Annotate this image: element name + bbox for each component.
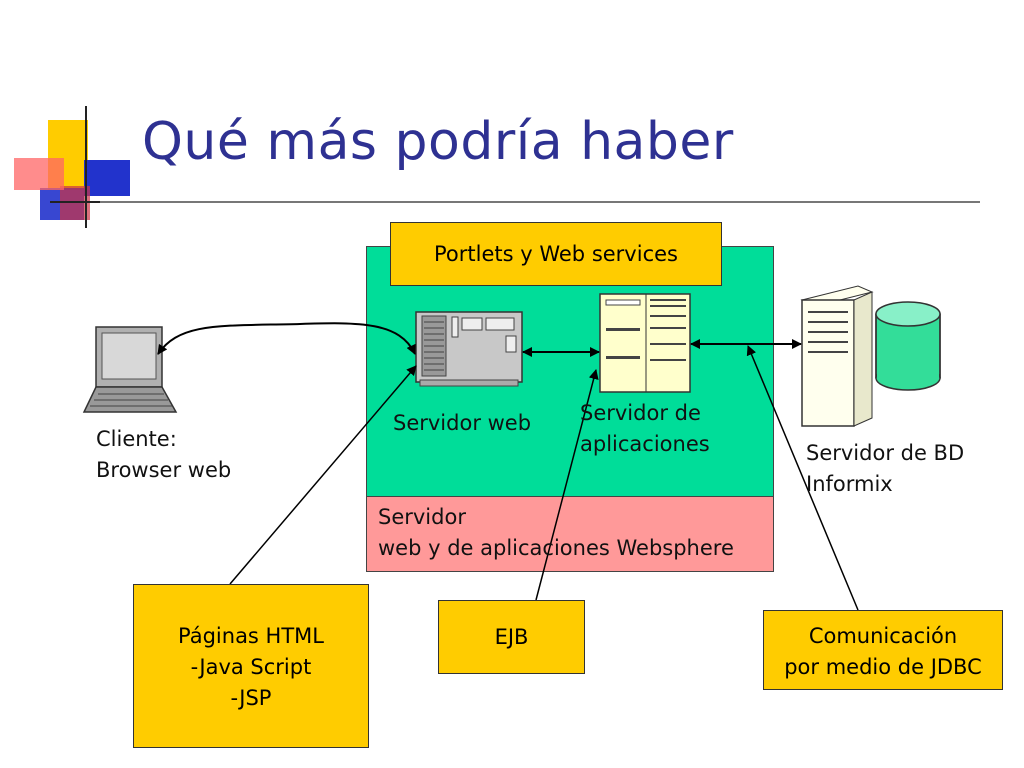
jdbc-box-line2: por medio de JDBC xyxy=(784,655,982,679)
websphere-label: Servidor web y de aplicaciones Websphere xyxy=(378,502,734,564)
connector-client-webserver xyxy=(157,322,416,355)
app-server-icon xyxy=(599,293,691,393)
html-box-line1: Páginas HTML xyxy=(178,624,324,648)
laptop-icon xyxy=(82,326,178,413)
pointer-html-to-webserver xyxy=(229,365,417,585)
database-icon xyxy=(875,301,941,391)
web-server-icon xyxy=(415,311,523,387)
html-box-line2: -Java Script xyxy=(190,655,312,679)
appserver-label-line2: aplicaciones xyxy=(580,432,710,456)
appserver-label: Servidor de aplicaciones xyxy=(580,398,710,460)
webserver-label: Servidor web xyxy=(393,411,532,435)
jdbc-box: Comunicación por medio de JDBC xyxy=(763,610,1003,690)
appserver-label-line1: Servidor de xyxy=(580,401,701,425)
jdbc-box-line1: Comunicación xyxy=(808,624,958,648)
dbserver-label-line1: Servidor de BD xyxy=(806,441,965,465)
pointer-jdbc-to-connection xyxy=(746,345,859,611)
logo-icon xyxy=(14,106,140,228)
portlets-label: Portlets y Web services xyxy=(434,242,678,266)
html-pages-box: Páginas HTML -Java Script -JSP xyxy=(133,584,369,748)
websphere-label-line1: Servidor xyxy=(378,505,466,529)
pointer-ejb-to-appserver xyxy=(535,369,599,601)
page-title: Qué más podría haber xyxy=(142,112,734,172)
db-server-icon xyxy=(800,285,874,427)
websphere-label-line2: web y de aplicaciones Websphere xyxy=(378,536,734,560)
dbserver-label-line2: Informix xyxy=(806,472,893,496)
dbserver-label: Servidor de BD Informix xyxy=(806,438,964,500)
portlets-box: Portlets y Web services xyxy=(390,222,722,286)
html-box-line3: -JSP xyxy=(230,686,272,710)
websphere-area xyxy=(366,496,774,572)
client-label: Cliente: Browser web xyxy=(96,424,231,486)
ejb-label: EJB xyxy=(494,625,529,649)
ejb-box: EJB xyxy=(438,600,585,674)
client-label-line2: Browser web xyxy=(96,458,232,482)
client-label-line1: Cliente: xyxy=(96,427,177,451)
